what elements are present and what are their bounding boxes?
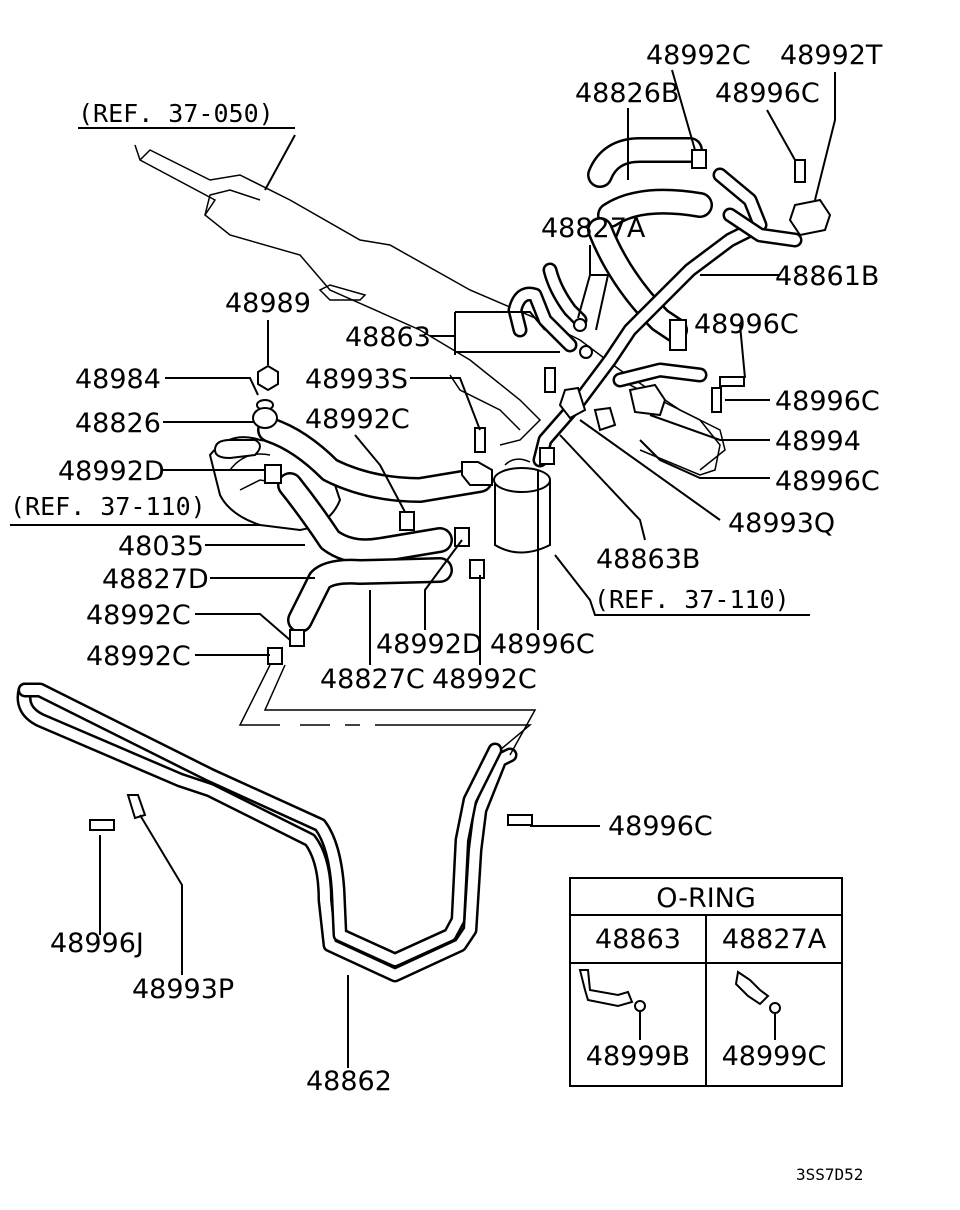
- oring-table-header-2: 48827A: [722, 924, 827, 955]
- clamp-icon: [267, 647, 283, 665]
- label-48992c-top: 48992C: [646, 40, 751, 71]
- oring-table-header-1: 48863: [595, 924, 681, 955]
- label-48826: 48826: [75, 408, 161, 439]
- clip-icon: [593, 406, 617, 432]
- clamp-icon: [691, 149, 707, 169]
- label-48993s: 48993S: [305, 364, 408, 395]
- oil-reservoir: [493, 458, 551, 554]
- clamp-icon: [264, 464, 282, 484]
- label-48826b: 48826B: [575, 78, 679, 109]
- clamp-icon: [469, 559, 485, 579]
- label-48992c-bottom: 48992C: [432, 664, 537, 695]
- clamp-icon: [539, 447, 555, 465]
- fitting-icon: [669, 319, 687, 351]
- pipes: [16, 167, 803, 983]
- clip-icon: [126, 794, 147, 820]
- oring-table-text: O-RING 48863 48827A 48999B 48999C: [586, 883, 827, 1072]
- steering-gear-outline: [134, 144, 726, 476]
- bolt-icon: [474, 427, 486, 453]
- label-48994: 48994: [775, 426, 861, 457]
- label-48993p: 48993P: [132, 974, 234, 1005]
- label-48996c-top: 48996C: [715, 78, 820, 109]
- bolt-icon: [507, 814, 533, 826]
- clamp-icon: [454, 527, 470, 547]
- label-48863b: 48863B: [596, 544, 700, 575]
- oring-icon: [573, 318, 587, 332]
- diagram-code: 3SS7D52: [796, 1165, 863, 1184]
- leader-lines: [10, 69, 836, 1068]
- label-48827d: 48827D: [102, 564, 209, 595]
- label-48984: 48984: [75, 364, 161, 395]
- oring-table: [569, 877, 843, 1087]
- oring-part-1: 48999B: [586, 1041, 690, 1072]
- label-48992d-left: 48992D: [58, 456, 165, 487]
- clamp-icon: [399, 511, 415, 531]
- nut-icon: [257, 364, 279, 392]
- label-48993q: 48993Q: [728, 508, 835, 539]
- oring-icon: [579, 345, 593, 359]
- label-48861b: 48861B: [775, 261, 879, 292]
- oring-table-title: O-RING: [656, 883, 756, 914]
- bracket-icon: [788, 198, 832, 237]
- label-48996c-lower: 48996C: [608, 811, 713, 842]
- label-48863: 48863: [345, 322, 431, 353]
- bolt-icon: [89, 819, 115, 831]
- hoses: [257, 137, 713, 633]
- label-ref-37-050: (REF. 37-050): [78, 99, 274, 128]
- label-48992c-l2: 48992C: [86, 641, 191, 672]
- bolt-icon: [794, 159, 806, 183]
- label-48827c: 48827C: [320, 664, 425, 695]
- label-48996c-r1: 48996C: [694, 309, 799, 340]
- small-parts: [89, 149, 832, 831]
- label-48996j: 48996J: [50, 928, 144, 959]
- label-48996c-r2: 48996C: [775, 386, 880, 417]
- bolt-icon: [544, 367, 556, 393]
- label-48992t: 48992T: [780, 40, 883, 71]
- label-48035: 48035: [118, 531, 204, 562]
- label-ref-37-110-left: (REF. 37-110): [10, 492, 206, 521]
- oring-part-2: 48999C: [722, 1041, 827, 1072]
- clip-icon: [461, 461, 493, 486]
- label-ref-37-110-right: (REF. 37-110): [594, 585, 790, 614]
- label-48827a: 48827A: [541, 213, 646, 244]
- bracket-icon: [628, 383, 667, 417]
- label-48996c-bottom: 48996C: [490, 629, 595, 660]
- clip-icon: [558, 386, 587, 420]
- label-48862: 48862: [306, 1066, 392, 1097]
- label-48992d-bottom: 48992D: [376, 629, 483, 660]
- label-48992c-l1: 48992C: [86, 600, 191, 631]
- clamp-icon: [289, 629, 305, 647]
- label-48989: 48989: [225, 288, 311, 319]
- label-48996c-r3: 48996C: [775, 466, 880, 497]
- part-labels: 48992C 48992T 48826B 48996C (REF. 37-050…: [10, 40, 883, 1184]
- bolt-icon: [719, 376, 745, 387]
- label-48992c-mid: 48992C: [305, 404, 410, 435]
- bolt-icon: [711, 387, 722, 413]
- banjo-fitting-icon: [252, 407, 278, 429]
